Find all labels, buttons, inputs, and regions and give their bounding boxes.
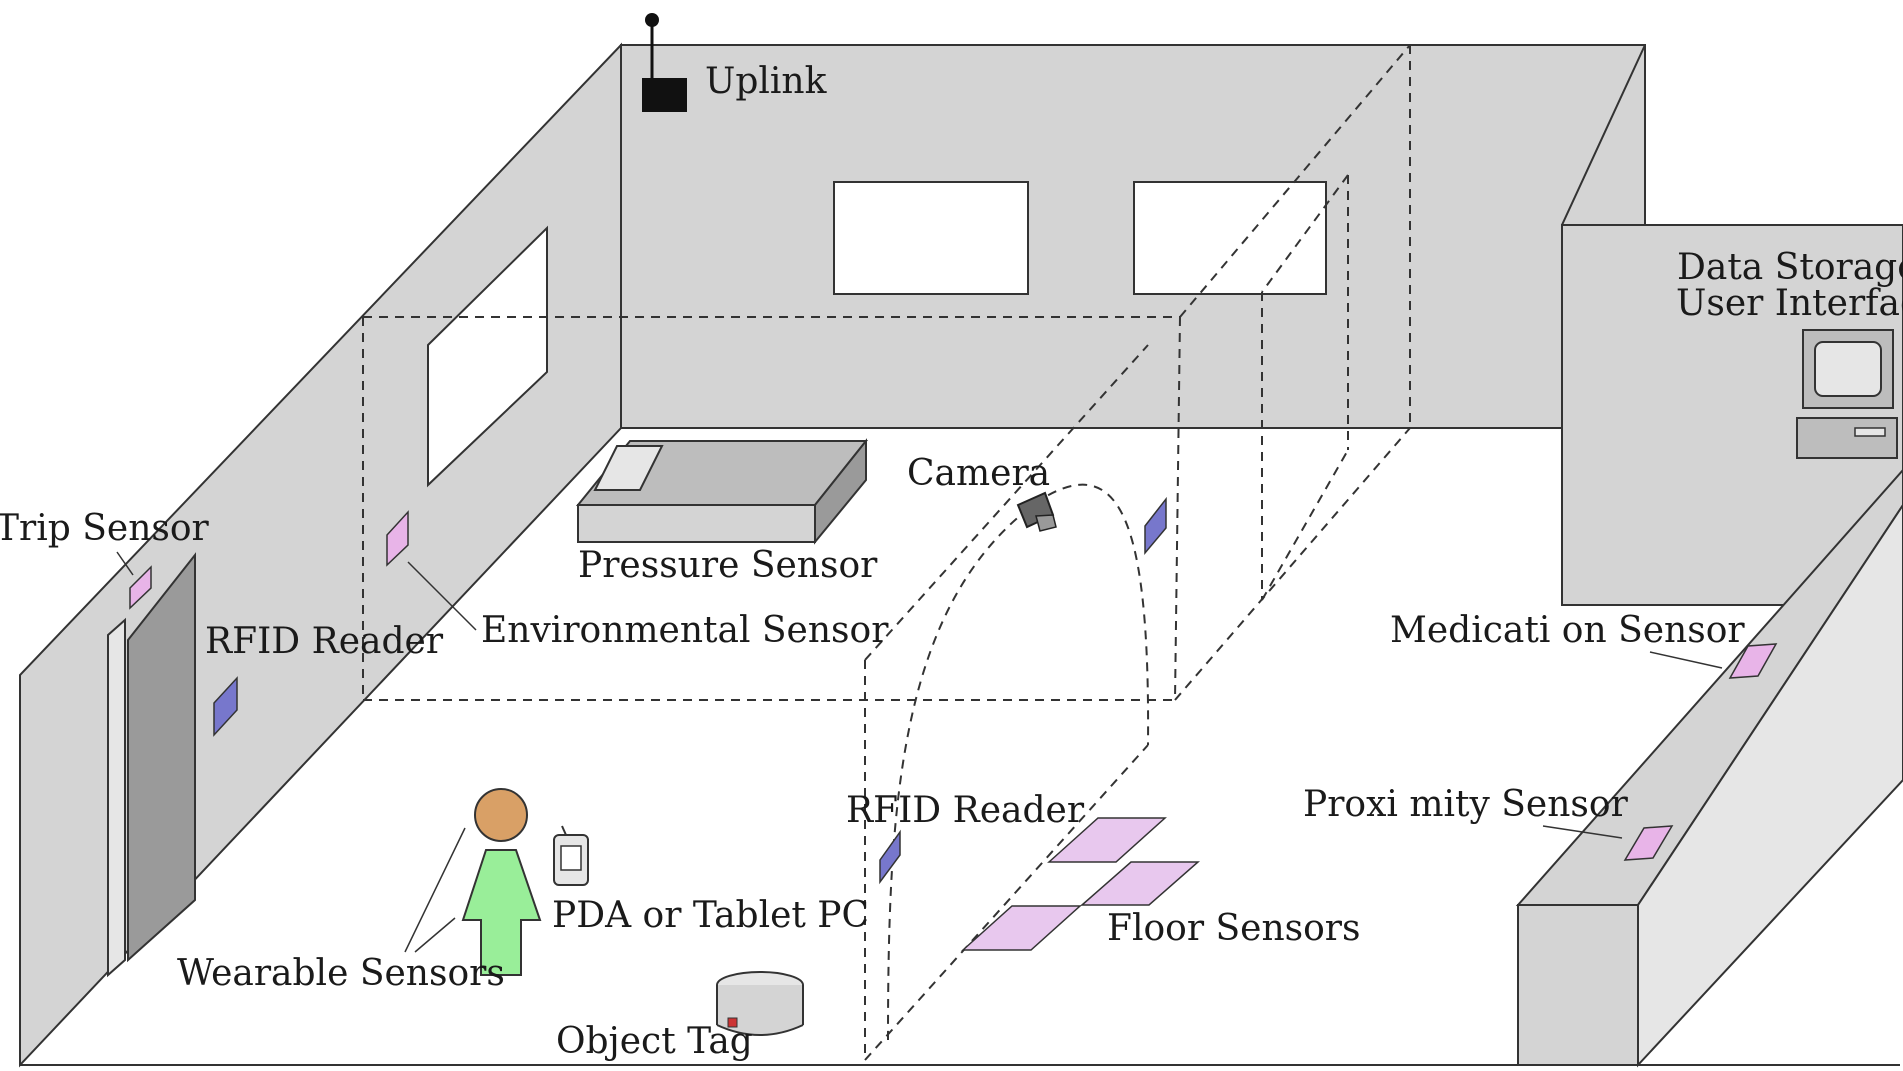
object-tag-label: Object Tag: [556, 1021, 753, 1062]
person-icon: [461, 788, 542, 976]
trip-sensor-leader: [116, 551, 134, 576]
bed-pressure-sensor: [575, 438, 869, 545]
rfid-reader-floor-label: RFID Reader: [846, 790, 1085, 831]
floor-sensors: [961, 817, 1200, 951]
data-storage-label-line1: Data Storage /: [1677, 247, 1903, 288]
camera-icon: [1016, 491, 1057, 532]
trip-sensor-pad: [129, 565, 152, 610]
rfid-reader-wall-label: RFID Reader: [205, 621, 444, 662]
medication-sensor-leader: [1649, 651, 1723, 669]
uplink-antenna-icon: [642, 13, 687, 112]
pda-icon: [553, 825, 589, 886]
wearable-sensors-leaders: [404, 827, 466, 953]
trip-sensor-label: Trip Sensor: [0, 508, 210, 549]
medication-sensor-pad: [1728, 643, 1778, 679]
environmental-sensor-pad: [386, 510, 409, 567]
data-storage-cabinet: [1561, 224, 1903, 606]
camera-rfid-pad: [1144, 496, 1167, 556]
proximity-sensor-pad: [1623, 825, 1674, 861]
environmental-sensor-leader: [407, 561, 477, 631]
pressure-sensor-label: Pressure Sensor: [578, 545, 878, 586]
computer-icon: [1796, 329, 1898, 459]
pda-label: PDA or Tablet PC: [552, 895, 869, 936]
counter-side: [1637, 503, 1903, 1068]
environmental-sensor-label: Environmental Sensor: [481, 610, 889, 651]
back-window-left: [833, 181, 1029, 295]
counter-front: [1517, 904, 1639, 1066]
door-frame: [107, 617, 126, 978]
rfid-reader-wall-pad: [213, 676, 238, 737]
wearable-sensors-label: Wearable Sensors: [177, 953, 505, 994]
dashed-volume-lines: [362, 44, 1411, 1061]
back-window-right: [1133, 181, 1327, 295]
uplink-label: Uplink: [705, 61, 828, 102]
object-tag-icon: [716, 971, 804, 1036]
door-panel: [127, 552, 196, 963]
proximity-sensor-label: Proxi mity Sensor: [1303, 784, 1629, 825]
left-window: [427, 225, 548, 488]
floor-sensors-label: Floor Sensors: [1107, 908, 1360, 949]
medication-sensor-label: Medicati on Sensor: [1390, 610, 1745, 651]
camera-label: Camera: [907, 453, 1050, 494]
data-storage-label-line2: User Interface: [1676, 283, 1903, 324]
rfid-reader-floor-pad: [879, 829, 901, 885]
proximity-sensor-leader: [1542, 825, 1623, 839]
